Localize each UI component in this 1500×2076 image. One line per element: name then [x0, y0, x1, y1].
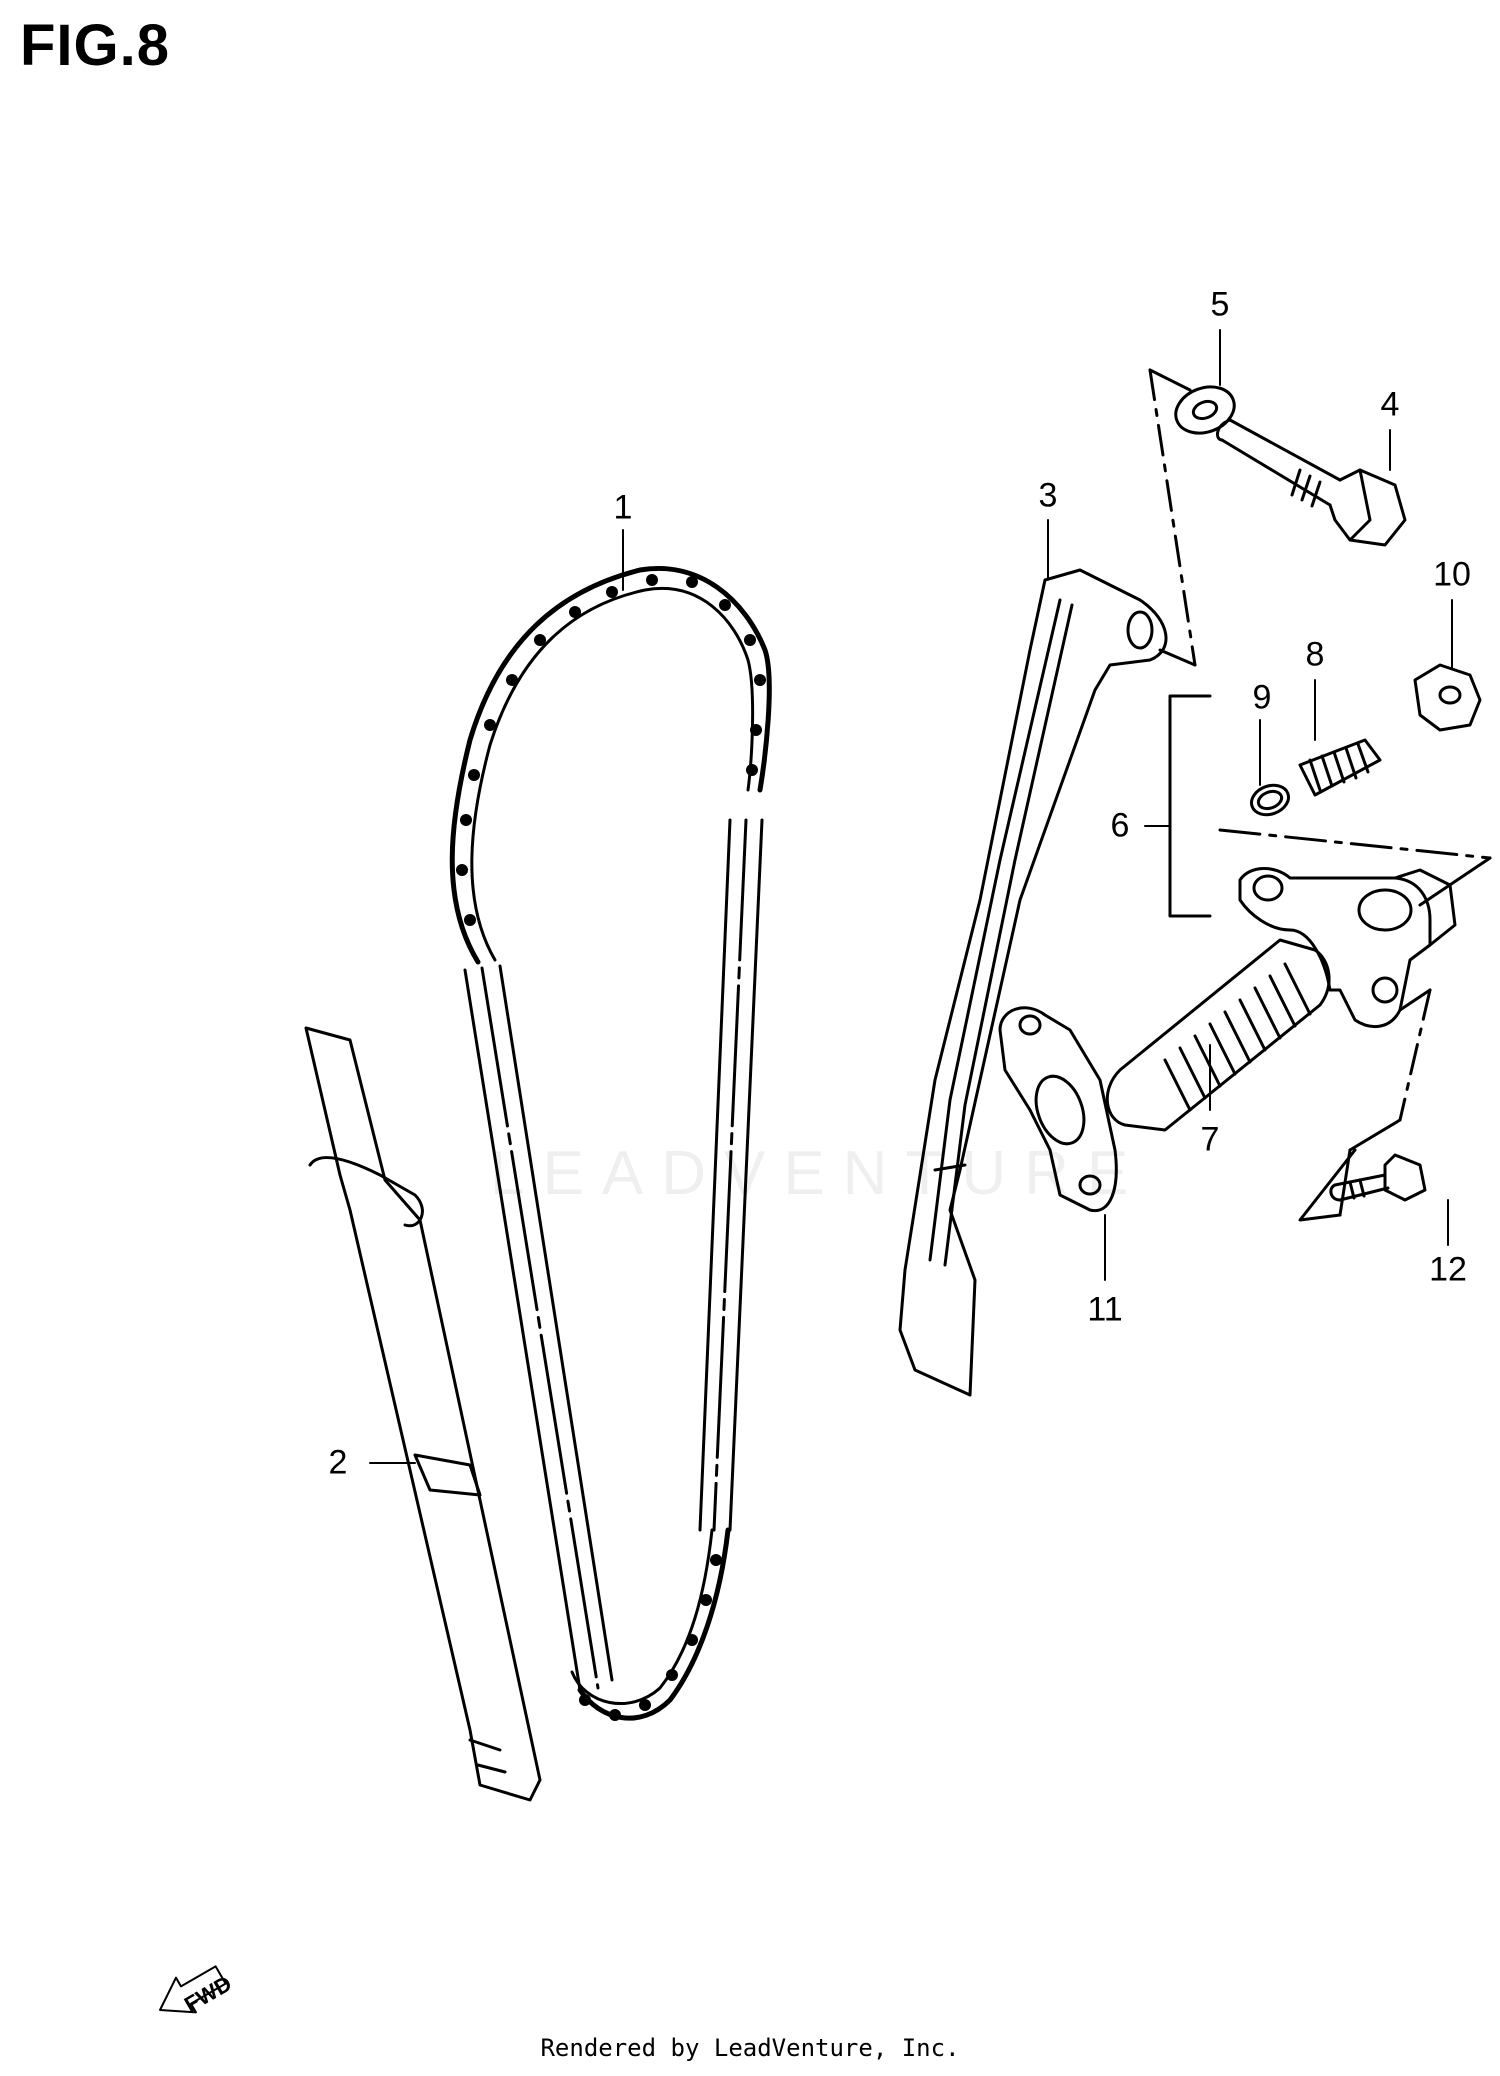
callout-2: 2 — [328, 1443, 348, 1482]
callout-7: 7 — [1200, 1120, 1220, 1159]
callout-1: 1 — [613, 488, 633, 527]
figure-title: FIG.8 — [20, 13, 171, 78]
bolt-4 — [1216, 418, 1407, 547]
callout-9: 9 — [1252, 678, 1272, 717]
tensioner-spring — [1163, 962, 1312, 1112]
chain-guide-front — [898, 568, 1168, 1397]
gasket-11 — [998, 1006, 1118, 1213]
assembly-line-7-12 — [1298, 1148, 1357, 1222]
callout-11: 11 — [1087, 1290, 1123, 1329]
chain-links-top — [456, 574, 766, 926]
callout-8: 8 — [1305, 635, 1325, 674]
chain-guide-rear — [304, 1026, 542, 1802]
cam-chain — [449, 566, 772, 1721]
washer-5 — [1174, 385, 1236, 435]
render-credit: Rendered by LeadVenture, Inc. — [540, 2034, 960, 2062]
assembly-bracket-6 — [1168, 694, 1492, 918]
tensioner-7 — [1105, 867, 1457, 1217]
chain-links-bottom — [579, 1554, 722, 1721]
bolt-12 — [1329, 1153, 1427, 1202]
callout-4: 4 — [1380, 385, 1400, 424]
watermark: LEADVENTURE — [490, 1139, 1147, 1208]
assembly-line-3-5 — [1148, 368, 1197, 667]
callout-10: 10 — [1433, 555, 1471, 594]
o-ring-9 — [1250, 783, 1290, 817]
callout-6: 6 — [1110, 806, 1130, 845]
callout-12: 12 — [1429, 1250, 1467, 1289]
callout-5: 5 — [1210, 285, 1230, 324]
adjuster-screw-8 — [1298, 738, 1382, 797]
fwd-arrow-icon — [159, 1965, 227, 2014]
callout-3: 3 — [1038, 476, 1058, 515]
nut-10 — [1413, 663, 1482, 732]
leader-lines — [369, 329, 1453, 1464]
